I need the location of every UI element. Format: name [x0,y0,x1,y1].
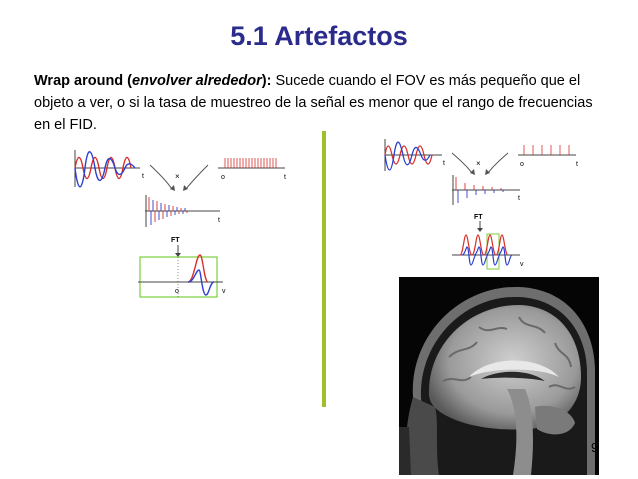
left-o2-label: o [175,288,179,295]
page-number: 9 [591,440,599,455]
term-bold: Wrap around (envolver alrededor): [34,73,272,89]
left-times-symbol: × [175,172,180,181]
right-o1-label: o [520,161,524,168]
divider-line [322,131,326,407]
left-o1-label: o [221,174,225,181]
mri-brain-illustration [399,277,599,475]
body-text: Sucede cuando el FOV es más pequeño que … [34,73,593,133]
left-ft-label: FT [171,237,180,244]
slide-title: 5.1 Artefactos [230,21,408,51]
right-t1-label: t [443,160,445,167]
right-t3-label: t [518,195,520,202]
diagram-left: t × o t t FT o v [74,150,286,298]
right-t2-label: t [576,161,578,168]
right-ft-label: FT [474,214,483,221]
term-italic: envolver alrededor [132,73,262,89]
right-v-label: v [520,261,524,268]
mri-sagittal-image [399,277,599,475]
body-paragraph: Wrap around (envolver alrededor): Sucede… [34,70,604,136]
diagram-right: t × o t t FT v [384,139,578,270]
left-t2-label: t [284,174,286,181]
left-t1-label: t [142,173,144,180]
left-t3-label: t [218,217,220,224]
left-v-label: v [222,288,226,295]
right-times-symbol: × [476,159,481,168]
